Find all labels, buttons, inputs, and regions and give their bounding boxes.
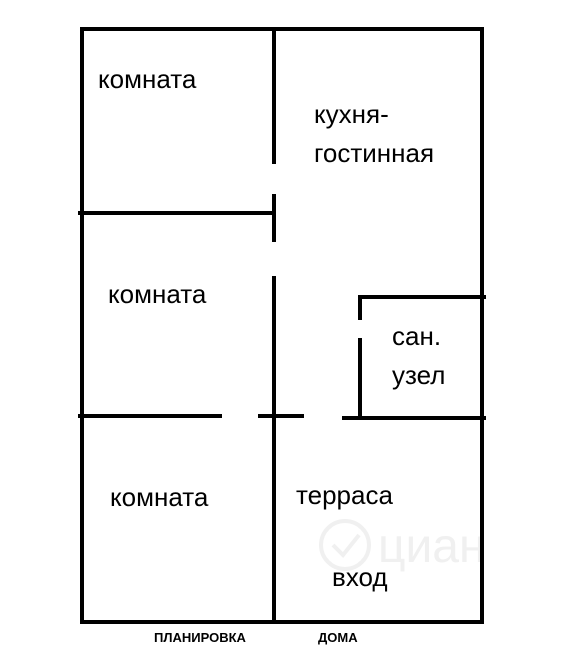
kitchen-label-line1: кухня- — [314, 99, 389, 129]
room-top-left-label: комната — [98, 64, 197, 94]
caption-word1: ПЛАНИРОВКА — [154, 630, 247, 645]
bathroom-label-line1: сан. — [392, 321, 441, 351]
outer-walls — [80, 27, 484, 624]
terrace-label: терраса — [296, 480, 393, 510]
room-bottom-left-label: комната — [110, 482, 209, 512]
cian-logo-icon — [319, 519, 371, 571]
watermark-text: циан — [378, 520, 486, 573]
interior-walls — [78, 27, 486, 624]
entrance-label: вход — [332, 562, 388, 592]
bathroom-label-line2: узел — [392, 360, 445, 390]
room-middle-left-label: комната — [108, 279, 207, 309]
kitchen-label-line2: гостинная — [314, 138, 434, 168]
watermark: циан — [319, 519, 486, 573]
caption-word2: ДОМА — [318, 630, 358, 645]
